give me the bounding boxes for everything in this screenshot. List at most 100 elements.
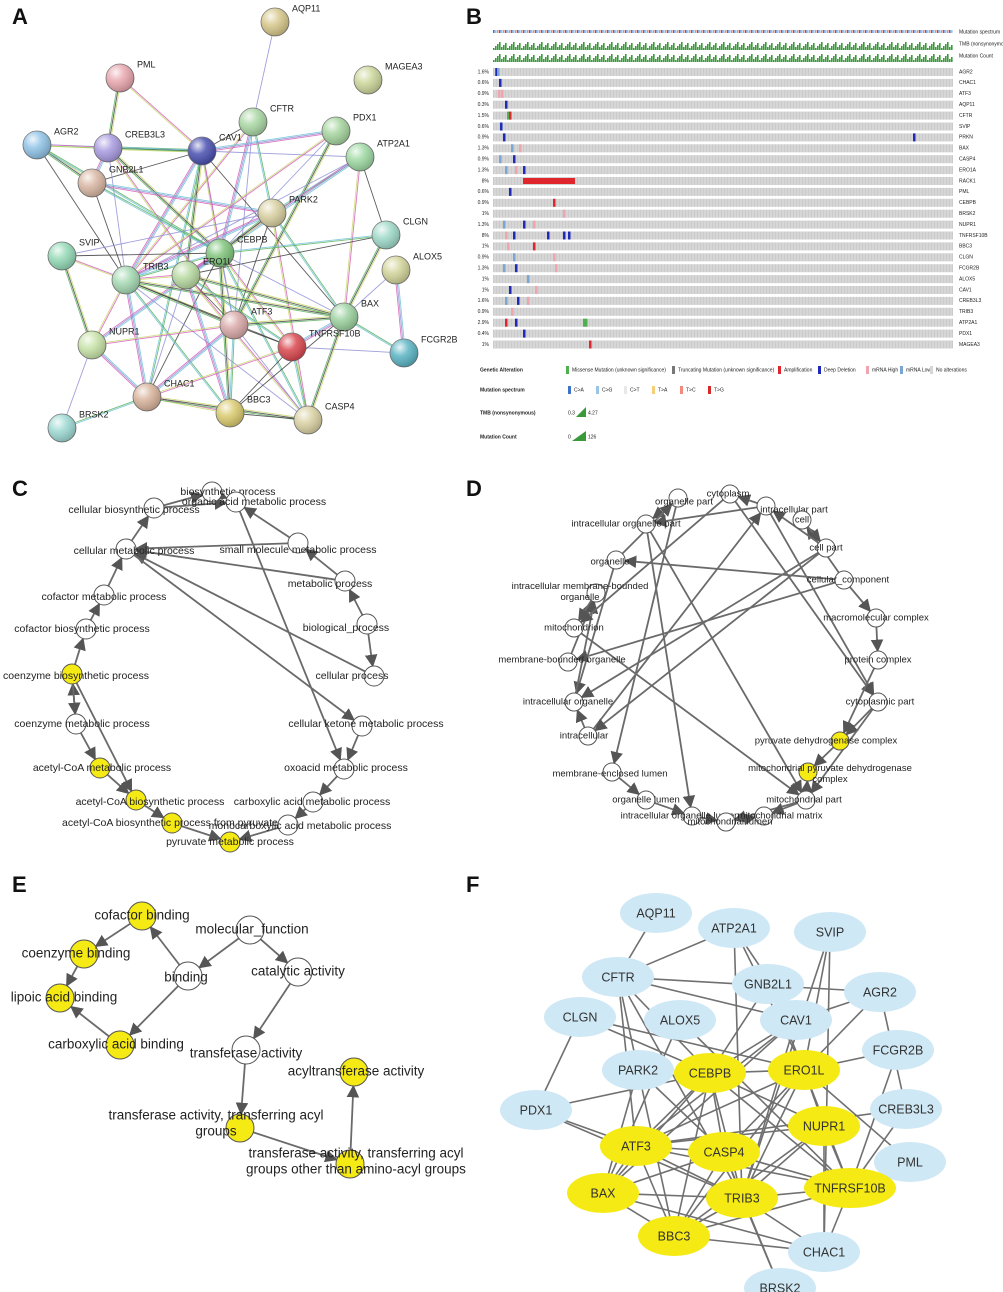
sample-cell	[601, 242, 602, 251]
sample-cell	[940, 242, 941, 251]
sample-cell	[880, 242, 881, 251]
sample-cell	[844, 177, 845, 185]
string-edge	[202, 131, 337, 153]
sample-cell	[922, 166, 923, 175]
tmb-bar	[827, 43, 829, 50]
sample-cell	[742, 177, 743, 185]
count-bar	[567, 56, 569, 62]
string-node-clgn[interactable]: CLGN	[371, 216, 428, 250]
sample-cell	[946, 296, 947, 305]
sample-cell	[547, 286, 548, 294]
string-node-atf3[interactable]: ATF3	[219, 306, 272, 340]
sample-cell	[865, 177, 866, 185]
sample-cell	[619, 122, 620, 131]
sample-cell	[763, 78, 764, 87]
string-node-chac1[interactable]: CHAC1	[132, 378, 195, 412]
string-node-cebpb[interactable]: CEBPB	[205, 234, 268, 268]
sample-cell	[880, 329, 881, 338]
string-node-magea3[interactable]: MAGEA3	[353, 61, 423, 95]
sample-cell	[844, 100, 845, 109]
spectrum-bar	[533, 30, 535, 33]
sample-cell	[529, 253, 530, 262]
string-node-agr2[interactable]: AGR2	[22, 126, 79, 160]
sample-cell	[724, 166, 725, 175]
string-node-alox5[interactable]: ALOX5	[381, 251, 442, 285]
sample-cell	[544, 253, 545, 262]
string-node-cav1[interactable]: CAV1	[187, 132, 242, 166]
sample-cell	[916, 318, 917, 327]
string-node-fcgr2b[interactable]: FCGR2B	[389, 334, 458, 368]
sample-cell	[796, 220, 797, 229]
sample-cell	[787, 209, 788, 218]
string-node-tnfrsf10b[interactable]: TNFRSF10B	[277, 328, 361, 362]
sample-cell	[850, 242, 851, 251]
sample-cell	[649, 329, 650, 338]
sample-cell	[859, 133, 860, 142]
string-node-trib3[interactable]: TRIB3	[111, 261, 169, 295]
sample-cell	[628, 133, 629, 142]
string-node-casp4[interactable]: CASP4	[293, 401, 355, 435]
sample-cell	[742, 198, 743, 207]
count-bar	[931, 56, 933, 62]
string-node-pml[interactable]: PML	[105, 59, 156, 93]
sample-cell	[562, 187, 563, 196]
sample-cell	[850, 177, 851, 185]
sample-cell	[862, 100, 863, 109]
spectrum-bar	[935, 30, 937, 33]
sample-cell	[736, 78, 737, 87]
sample-cell	[658, 231, 659, 240]
string-node-nupr1[interactable]: NUPR1	[77, 326, 140, 360]
string-node-bax[interactable]: BAX	[329, 298, 379, 332]
sample-cell	[856, 89, 857, 98]
string-node-gnb2l1[interactable]: GNB2L1	[77, 164, 144, 198]
sample-cell	[859, 89, 860, 98]
gene-label: PML	[959, 189, 970, 195]
sample-cell	[718, 318, 719, 327]
sample-cell	[829, 231, 830, 240]
tmb-bar	[929, 46, 931, 50]
string-node-pdx1[interactable]: PDX1	[321, 112, 377, 146]
sample-cell	[754, 296, 755, 305]
sample-cell	[646, 209, 647, 218]
sample-cell	[766, 318, 767, 327]
sample-cell	[781, 177, 782, 185]
sample-cell	[619, 264, 620, 273]
sample-cell	[832, 100, 833, 109]
sample-cell	[874, 100, 875, 109]
string-node-creb3l3[interactable]: CREB3L3	[93, 129, 165, 163]
sample-cell	[679, 100, 680, 109]
string-node-aqp11[interactable]: AQP11	[260, 3, 320, 37]
sample-cell	[667, 133, 668, 142]
spectrum-bar	[631, 30, 633, 33]
sample-cell	[832, 122, 833, 131]
sample-cell	[853, 296, 854, 305]
sample-cell	[499, 144, 500, 153]
string-node-svip[interactable]: SVIP	[47, 237, 100, 271]
string-node-ero1l[interactable]: ERO1L	[171, 256, 233, 290]
sample-cell	[697, 122, 698, 131]
sample-cell	[943, 187, 944, 196]
sample-cell	[631, 209, 632, 218]
string-node-atp2a1[interactable]: ATP2A1	[345, 138, 410, 172]
sample-cell	[853, 329, 854, 338]
sample-cell	[520, 253, 521, 262]
sample-cell	[517, 89, 518, 98]
sample-cell	[907, 253, 908, 262]
tmb-bar	[591, 48, 593, 50]
spectrum-bar	[675, 30, 677, 33]
string-node-park2[interactable]: PARK2	[257, 194, 318, 228]
string-edge	[233, 212, 273, 326]
sample-cell	[559, 122, 560, 131]
sample-cell	[601, 78, 602, 87]
string-node-cftr[interactable]: CFTR	[238, 103, 294, 137]
sample-cell	[781, 78, 782, 87]
sample-cell	[793, 144, 794, 153]
spectrum-bar	[823, 30, 825, 33]
count-bar	[749, 56, 751, 62]
string-node-bbc3[interactable]: BBC3	[215, 394, 271, 428]
sample-cell	[601, 296, 602, 305]
spectrum-bar	[601, 30, 603, 33]
sample-cell	[646, 220, 647, 229]
sample-cell	[667, 78, 668, 87]
string-node-brsk2[interactable]: BRSK2	[47, 409, 109, 443]
